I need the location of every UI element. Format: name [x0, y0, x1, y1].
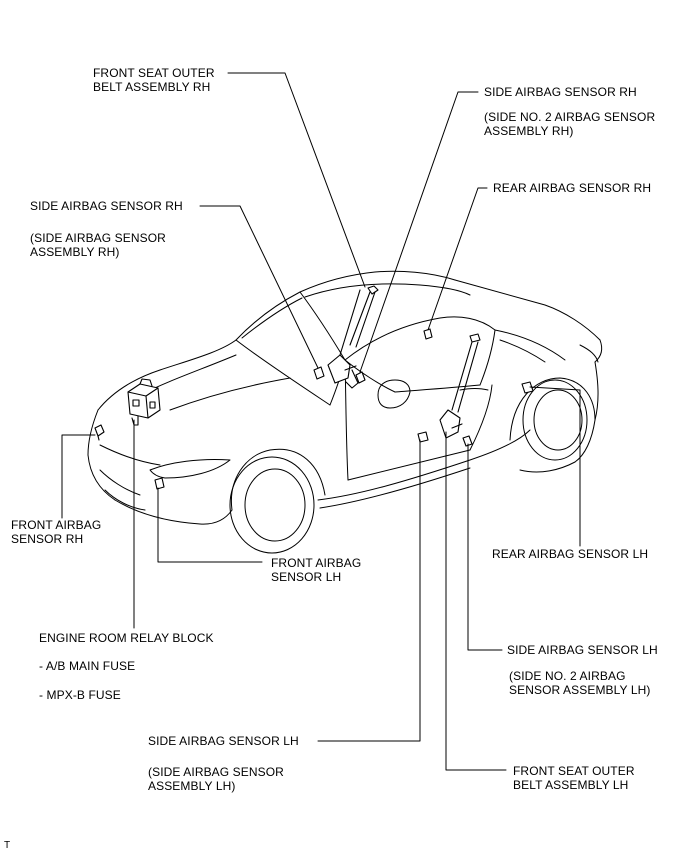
label-front-seat-belt-lh: FRONT SEAT OUTER BELT ASSEMBLY LH: [513, 764, 635, 792]
label-side-sensor-rh-left: SIDE AIRBAG SENSOR RH: [30, 199, 183, 213]
rear-sensor-lh-icon: [521, 381, 534, 394]
corner-mark: T: [4, 840, 11, 851]
relay-block-icon: [127, 378, 161, 426]
label-relay-block: ENGINE ROOM RELAY BLOCK: [39, 631, 214, 645]
label-side-sensor-lh-right: SIDE AIRBAG SENSOR LH: [507, 643, 658, 657]
label-front-sensor-rh: FRONT AIRBAG SENSOR RH: [11, 518, 102, 546]
label-side-sensor-rh-left-sub: (SIDE AIRBAG SENSOR ASSEMBLY RH): [30, 231, 166, 259]
label-side-sensor-rh-top: SIDE AIRBAG SENSOR RH: [484, 85, 637, 99]
label-fuse-ab-main: - A/B MAIN FUSE: [39, 659, 136, 673]
label-side-sensor-lh-right-sub: (SIDE NO. 2 AIRBAG SENSOR ASSEMBLY LH): [509, 669, 651, 697]
label-side-sensor-lh-bottom-sub: (SIDE AIRBAG SENSOR ASSEMBLY LH): [148, 765, 284, 793]
side-no2-sensor-lh-icon: [462, 435, 473, 447]
leader-lines: [61, 72, 581, 771]
label-front-sensor-lh: FRONT AIRBAG SENSOR LH: [271, 556, 362, 584]
seatbelt-rh-icon: [327, 285, 379, 389]
label-side-sensor-lh-bottom: SIDE AIRBAG SENSOR LH: [148, 734, 299, 748]
car-body: [87, 270, 603, 554]
side-sensor-lh-icon: [417, 431, 429, 443]
label-rear-sensor-rh: REAR AIRBAG SENSOR RH: [493, 181, 652, 195]
label-front-seat-belt-rh: FRONT SEAT OUTER BELT ASSEMBLY RH: [93, 66, 215, 94]
side-sensor-rh-icon: [313, 366, 325, 380]
seatbelt-lh-icon: [439, 333, 481, 439]
label-side-sensor-rh-top-sub: (SIDE NO. 2 AIRBAG SENSOR ASSEMBLY RH): [484, 110, 656, 138]
front-sensor-lh-icon: [154, 477, 165, 490]
label-fuse-mpx-b: - MPX-B FUSE: [39, 688, 121, 702]
front-sensor-rh-icon: [94, 424, 105, 441]
label-rear-sensor-lh: REAR AIRBAG SENSOR LH: [492, 547, 649, 561]
side-no2-sensor-rh-icon: [355, 371, 366, 384]
